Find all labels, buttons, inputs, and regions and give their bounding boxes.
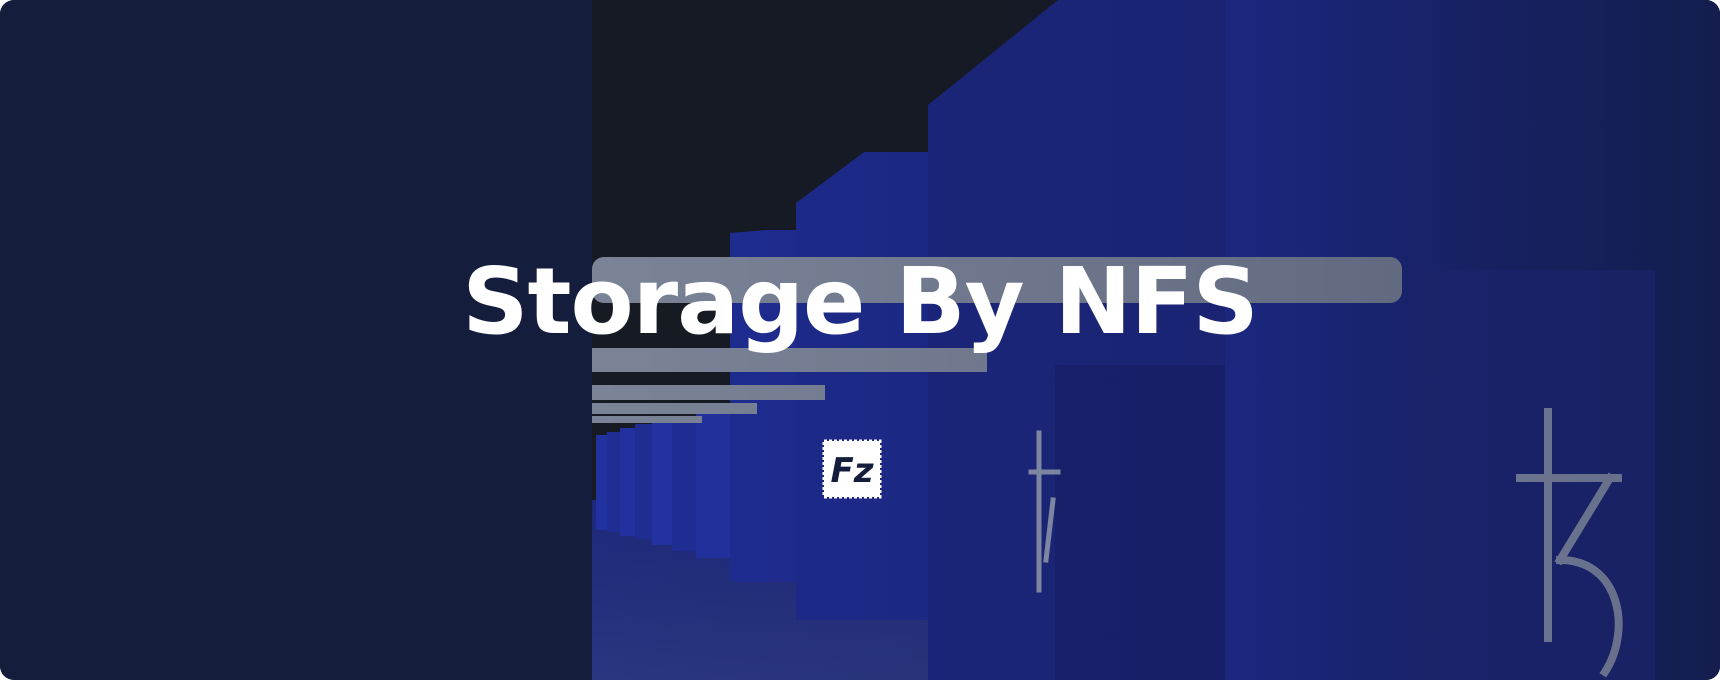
hero-title: Storage By NFS <box>462 248 1258 355</box>
filezilla-icon: Fz <box>821 438 883 500</box>
background-fade <box>592 0 1720 680</box>
filezilla-logo-text: Fz <box>830 451 873 491</box>
